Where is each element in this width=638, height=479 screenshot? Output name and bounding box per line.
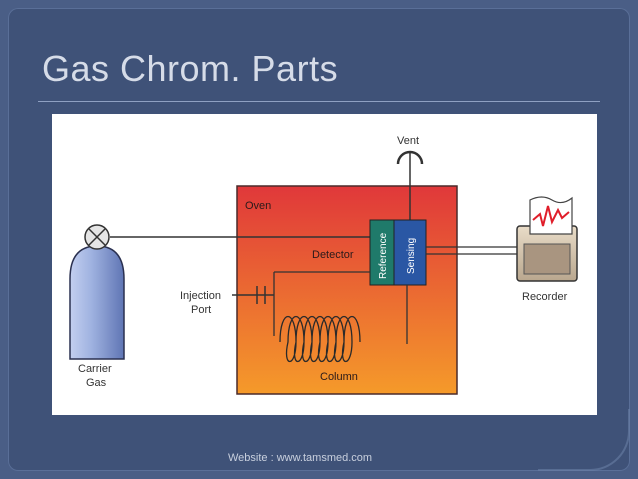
oven-box [236,185,458,395]
injection-port-label-line2: Port [191,304,211,316]
detector-label: Detector [312,249,354,261]
column-coil-loops [279,315,361,362]
recorder-window [523,243,571,275]
diagram-canvas: Oven Vent Detector Reference Sensing Rec… [69,135,578,395]
carrier-gas-cylinder [69,245,125,360]
carrier-gas-label-line2: Gas [86,377,107,389]
detector-sensing-cell [393,219,427,286]
carrier-gas-label-line1: Carrier [78,363,112,375]
injection-port-label-line1: Injection [180,290,221,302]
detector-sensing-label: Sensing [406,238,417,274]
gas-chromatograph-diagram: Oven Vent Detector Reference Sensing Rec… [52,114,597,415]
recorder-label: Recorder [522,291,568,303]
detector-reference-label: Reference [378,232,389,279]
title-divider [38,101,600,102]
slide-footer-website: Website : www.tamsmed.com [228,452,373,464]
cylinder-valve-cross [88,228,106,246]
column-label: Column [320,371,358,383]
vent-label: Vent [397,135,419,147]
recorder-trace-icon [532,205,570,227]
oven-label: Oven [245,200,271,212]
slide-title: Gas Chrom. Parts [42,48,339,89]
